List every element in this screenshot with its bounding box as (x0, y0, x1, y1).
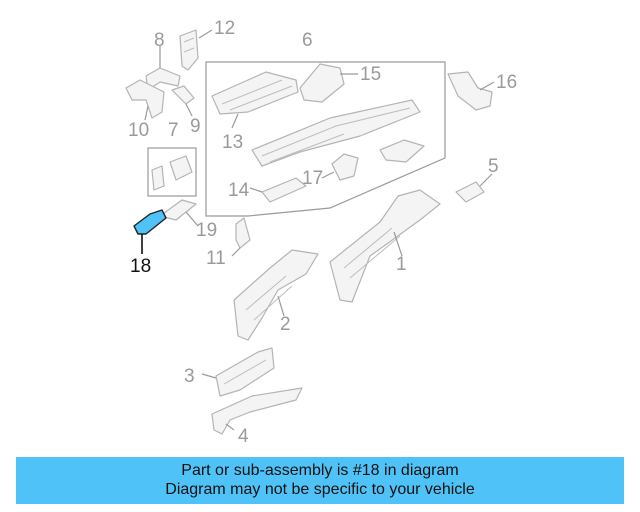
part-15[interactable] (299, 63, 358, 103)
part-5[interactable] (455, 173, 493, 203)
callout-7: 7 (168, 120, 179, 141)
part-14[interactable] (249, 177, 307, 203)
part-17[interactable] (321, 153, 359, 181)
part-6-crossmember[interactable] (251, 99, 425, 167)
part-3[interactable] (201, 347, 275, 397)
callout-10: 10 (128, 120, 149, 141)
group-6-frame (205, 61, 446, 217)
part-10[interactable] (125, 79, 165, 121)
part-12[interactable] (179, 29, 213, 71)
banner-line-1: Part or sub-assembly is #18 in diagram (181, 462, 459, 479)
callout-12: 12 (214, 18, 235, 39)
part-7[interactable] (151, 155, 193, 191)
callout-6: 6 (302, 30, 313, 51)
callout-11: 11 (206, 248, 226, 269)
part-9[interactable] (171, 85, 195, 117)
callout-15: 15 (360, 64, 381, 85)
callout-14: 14 (228, 180, 250, 201)
part-8[interactable] (145, 46, 181, 91)
part-4[interactable] (211, 387, 303, 435)
callout-18: 18 (130, 256, 151, 277)
info-banner: Part or sub-assembly is #18 in diagram D… (16, 457, 624, 504)
callout-13: 13 (222, 132, 243, 153)
banner-line-2: Diagram may not be specific to your vehi… (165, 481, 475, 498)
callout-19: 19 (196, 220, 217, 241)
part-19[interactable] (159, 199, 199, 227)
callout-8: 8 (154, 30, 165, 51)
part-2[interactable] (233, 249, 319, 341)
callout-9: 9 (190, 116, 201, 137)
group-7-frame (147, 147, 197, 197)
callout-1: 1 (396, 254, 407, 275)
callout-16: 16 (496, 72, 517, 93)
callout-17: 17 (302, 168, 323, 189)
part-16[interactable] (447, 71, 495, 111)
part-1[interactable] (329, 189, 441, 303)
callout-5: 5 (488, 156, 499, 177)
part-11[interactable] (231, 217, 251, 257)
callout-2: 2 (280, 314, 291, 335)
part-18-highlighted[interactable] (133, 209, 167, 254)
part-18-shape[interactable] (133, 209, 167, 235)
callout-3: 3 (184, 366, 195, 387)
callout-4: 4 (238, 426, 249, 447)
part-13[interactable] (211, 71, 299, 129)
